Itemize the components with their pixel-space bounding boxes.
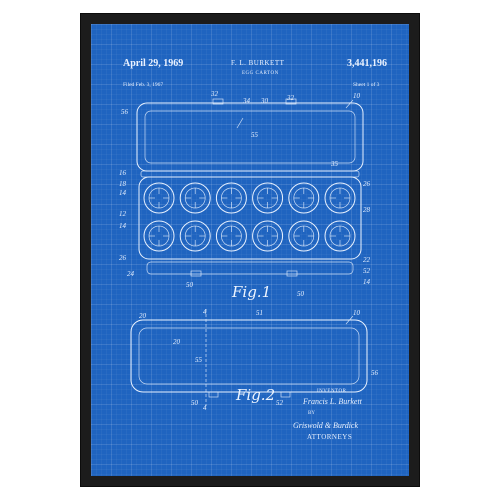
reference-numeral: 32 <box>211 90 218 98</box>
patent-subtitle: EGG CARTON <box>242 71 279 76</box>
reference-numeral: 55 <box>251 131 258 139</box>
reference-numeral: 22 <box>363 256 370 264</box>
closed-carton-outline <box>130 319 368 393</box>
leader-line <box>236 117 244 129</box>
carton-lid-outline <box>136 102 364 172</box>
egg-cup <box>252 220 284 252</box>
inventor-signature: Francis L. Burkett <box>303 397 362 406</box>
egg-cup <box>143 220 175 252</box>
egg-cup <box>252 182 284 214</box>
reference-numeral: 24 <box>127 270 134 278</box>
leader-line <box>345 315 354 325</box>
inventor-name-header: F. L. BURKETT <box>231 59 285 67</box>
reference-numeral: 20 <box>139 312 146 320</box>
reference-numeral: 14 <box>119 222 126 230</box>
tray-tab <box>190 270 202 277</box>
egg-cup <box>179 182 211 214</box>
egg-cup-grid <box>143 182 356 252</box>
reference-numeral: 50 <box>297 290 304 298</box>
egg-cup <box>324 220 356 252</box>
figure-1-label: Fig.1 <box>232 283 272 301</box>
reference-numeral: 10 <box>353 92 360 100</box>
closed-carton-tab <box>280 391 291 398</box>
egg-cup <box>215 182 247 214</box>
egg-tray-outline <box>138 176 362 260</box>
reference-numeral: 50 <box>186 281 193 289</box>
egg-cup <box>288 220 320 252</box>
figure-2-label: Fig.2 <box>236 386 276 404</box>
reference-numeral: 4 <box>203 308 207 316</box>
reference-numeral: 50 <box>191 399 198 407</box>
closed-carton-tab <box>208 391 219 398</box>
egg-cup <box>324 182 356 214</box>
patent-number: 3,441,196 <box>347 58 387 69</box>
reference-numeral: 12 <box>119 210 126 218</box>
attorney-signature: Griswold & Burdick <box>293 421 359 430</box>
egg-cup <box>215 220 247 252</box>
blueprint-sheet: April 29, 1969 F. L. BURKETT 3,441,196 E… <box>91 24 409 476</box>
tray-tab <box>286 270 298 277</box>
poster-frame: April 29, 1969 F. L. BURKETT 3,441,196 E… <box>80 13 420 487</box>
egg-carton-drawing <box>130 98 368 406</box>
tray-flange <box>146 261 354 275</box>
egg-cup <box>143 182 175 214</box>
carton-lid-inner <box>144 110 356 164</box>
inventor-label: INVENTOR <box>317 389 347 394</box>
reference-numeral: 30 <box>261 97 268 105</box>
reference-numeral: 56 <box>371 369 378 377</box>
lid-tab <box>212 98 224 105</box>
leader-line <box>345 99 354 109</box>
reference-numeral: 55 <box>195 356 202 364</box>
reference-numeral: 14 <box>363 278 370 286</box>
reference-numeral: 26 <box>119 254 126 262</box>
reference-numeral: 26 <box>363 180 370 188</box>
reference-numeral: 32 <box>287 94 294 102</box>
reference-numeral: 28 <box>363 206 370 214</box>
reference-numeral: 14 <box>119 189 126 197</box>
lid-tab <box>285 98 297 105</box>
reference-numeral: 52 <box>276 399 283 407</box>
egg-cup <box>288 182 320 214</box>
closed-carton-inner <box>138 327 360 385</box>
filed-date: Filed Feb. 3, 1967 <box>123 82 164 88</box>
reference-numeral: 10 <box>353 309 360 317</box>
reference-numeral: 20 <box>173 338 180 346</box>
patent-date: April 29, 1969 <box>123 58 184 69</box>
reference-numeral: 52 <box>363 267 370 275</box>
reference-numeral: 51 <box>256 309 263 317</box>
reference-numeral: 18 <box>119 180 126 188</box>
reference-numeral: 35 <box>331 160 338 168</box>
reference-numeral: 4 <box>203 404 207 412</box>
sheet-number: Sheet 1 of 3 <box>353 82 380 88</box>
hinge-strip <box>140 170 360 178</box>
by-label: BY <box>308 411 315 416</box>
reference-numeral: 56 <box>121 108 128 116</box>
reference-numeral: 16 <box>119 169 126 177</box>
reference-numeral: 34 <box>243 97 250 105</box>
egg-cup <box>179 220 211 252</box>
attorneys-label: ATTORNEYS <box>307 433 353 441</box>
